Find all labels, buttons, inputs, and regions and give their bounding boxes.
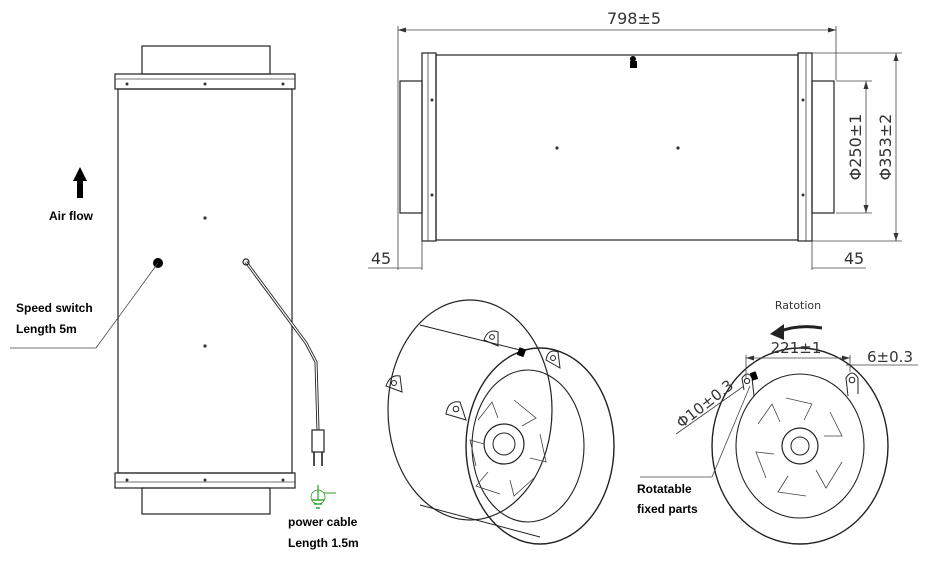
- fixed-parts-label: fixed parts: [637, 502, 698, 516]
- speed-switch-label: Speed switch: [16, 301, 93, 315]
- inner-diameter-dim: Φ250±1: [846, 114, 865, 181]
- air-flow-label: Air flow: [49, 209, 93, 223]
- rotation-arrow-icon: [770, 324, 784, 340]
- flange-left-dim: 45: [371, 249, 391, 268]
- ground-symbol-icon: [310, 485, 336, 509]
- power-cable-length-label: Length 1.5m: [288, 536, 359, 550]
- power-cable: [242, 258, 325, 466]
- side-view-vertical: [114, 45, 296, 515]
- bracket-span-dim: 221±1: [771, 339, 822, 357]
- outer-diameter-dim: Φ353±2: [876, 114, 895, 181]
- power-cable-label: power cable: [288, 515, 358, 529]
- flange-right-dim: 45: [844, 249, 864, 268]
- top-view-horizontal: 798±5 45 45 Φ250±1 Φ353±2: [368, 9, 902, 270]
- bracket-width-dim: 6±0.3: [867, 348, 913, 366]
- perspective-view: [385, 299, 615, 545]
- hole-diameter-dim: Φ10±0.3: [673, 376, 737, 432]
- speed-switch-knob: [10, 258, 163, 349]
- air-flow-arrow-icon: [73, 167, 87, 198]
- speed-switch-length-label: Length 5m: [16, 322, 77, 336]
- rotation-label: Ratotion: [775, 299, 821, 312]
- overall-length-dim: 798±5: [607, 9, 661, 28]
- rotatable-label: Rotatable: [637, 482, 692, 496]
